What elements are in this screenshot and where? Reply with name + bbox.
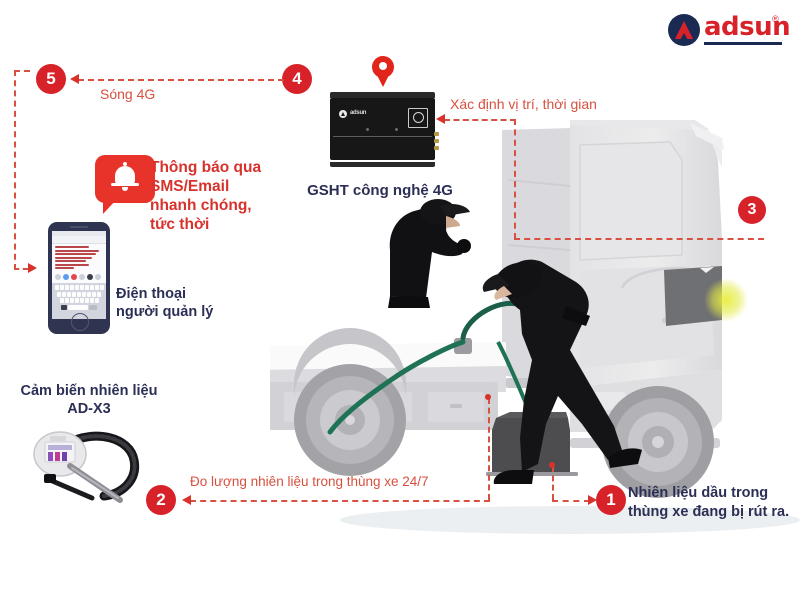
adsun-logo: adsun ® bbox=[668, 12, 791, 50]
step-badge-4: 4 bbox=[282, 64, 312, 94]
map-pin-icon bbox=[372, 56, 394, 88]
flow-arrow-locate bbox=[436, 114, 445, 124]
adsun-triangle-logo-icon bbox=[668, 14, 700, 46]
notification-line-3: nhanh chóng, bbox=[150, 197, 252, 214]
gps-tracker-box-icon: adsun bbox=[330, 92, 439, 167]
flow-label-4g: Sóng 4G bbox=[100, 86, 156, 102]
ground-shadow bbox=[340, 506, 800, 534]
smartphone-sms-icon bbox=[48, 222, 110, 334]
flow-point-jerry-can bbox=[549, 462, 555, 468]
trailer-icon bbox=[270, 328, 506, 476]
flow-arrow-4g bbox=[70, 74, 79, 84]
flow-arrow-measure bbox=[182, 495, 191, 505]
certification-badge-icon bbox=[408, 108, 428, 128]
step-badge-1: 1 bbox=[596, 485, 626, 515]
device-brand-text: adsun bbox=[350, 110, 367, 116]
flow-line-locate-to-truck bbox=[514, 238, 764, 240]
device-logo-icon bbox=[339, 110, 347, 118]
flow-line-locate-down bbox=[514, 119, 516, 239]
flow-line-measure-up bbox=[488, 398, 490, 500]
flow-label-measure: Đo lượng nhiên liệu trong thùng xe 24/7 bbox=[190, 474, 429, 489]
headlight-glow-icon bbox=[704, 278, 748, 322]
truck-scene-illustration bbox=[270, 120, 800, 534]
step-badge-2: 2 bbox=[146, 485, 176, 515]
fuel-level-sensor-icon bbox=[33, 431, 140, 503]
step-badge-5: 5 bbox=[36, 64, 66, 94]
flow-arrow-stolen bbox=[588, 495, 597, 505]
notification-line-1: Thông báo qua bbox=[150, 159, 262, 176]
logo-wordmark: adsun bbox=[704, 12, 791, 42]
flow-line-stolen bbox=[552, 500, 590, 502]
flow-line-5-to-phone bbox=[14, 268, 28, 270]
flow-line-stolen-down bbox=[552, 466, 554, 500]
flow-point-fuel-tank bbox=[485, 394, 491, 400]
thief-siphoning-icon bbox=[482, 259, 642, 484]
notification-line-2: SMS/Email bbox=[150, 178, 230, 195]
phone-label-line-2: người quản lý bbox=[116, 304, 214, 320]
phone-label: Điện thoại người quản lý bbox=[116, 285, 266, 321]
flow-line-locate bbox=[444, 119, 516, 121]
step-badge-3: 3 bbox=[738, 196, 766, 224]
notification-line-4: tức thời bbox=[150, 216, 210, 233]
sensor-model: AD-X3 bbox=[67, 401, 111, 417]
semi-truck-icon bbox=[502, 120, 748, 498]
sensor-title: Cảm biến nhiên liệu bbox=[20, 383, 158, 399]
bell-icon bbox=[95, 155, 155, 217]
phone-label-line-1: Điện thoại bbox=[116, 286, 187, 302]
flow-line-measure bbox=[190, 500, 490, 502]
flow-label-locate: Xác định vị trí, thời gian bbox=[450, 96, 597, 112]
sensor-label: Cảm biến nhiên liệu AD-X3 bbox=[4, 382, 174, 418]
logo-underline bbox=[704, 42, 782, 45]
flow-line-4g bbox=[78, 79, 284, 81]
registered-trademark-symbol: ® bbox=[772, 14, 779, 24]
thief-figure-icon bbox=[388, 199, 471, 308]
step-1-message: Nhiên liệu dầu trong thùng xe đang bị rú… bbox=[628, 485, 790, 520]
flow-line-5-down bbox=[14, 70, 16, 270]
notification-text: Thông báo qua SMS/Email nhanh chóng, tức… bbox=[150, 158, 280, 234]
flow-line-5-top bbox=[14, 70, 30, 72]
gps-device-label: GSHT công nghệ 4G bbox=[307, 182, 453, 199]
flow-arrow-to-phone bbox=[28, 263, 37, 273]
